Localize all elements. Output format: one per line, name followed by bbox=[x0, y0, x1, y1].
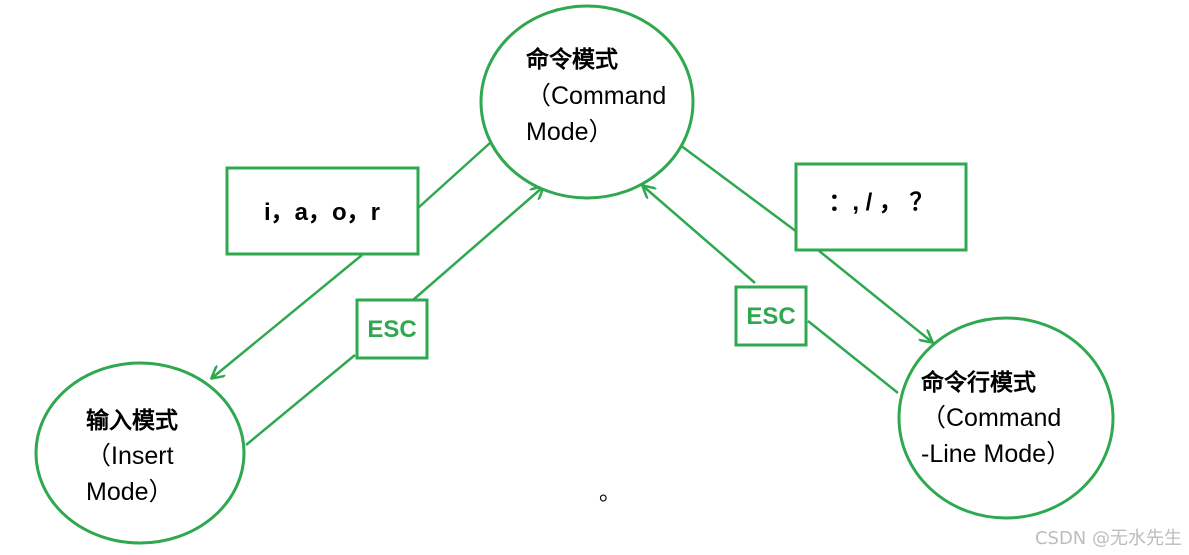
node-cmdline-mode-circle bbox=[897, 316, 1115, 520]
edge-label-cmdline-esc-text: ESC bbox=[746, 303, 795, 330]
edge-insert-to-command-upper bbox=[412, 187, 543, 301]
edge-label-to-insert-box bbox=[225, 166, 420, 256]
edge-label-to-insert-text: i，a，o，r bbox=[264, 199, 380, 226]
node-command-mode-circle bbox=[479, 4, 695, 200]
node-insert-mode-title: 输入模式 bbox=[86, 407, 178, 434]
edge-command-to-cmdline-lower bbox=[817, 249, 932, 342]
node-cmdline-mode: 命令行模式 （Command -Line Mode） bbox=[897, 316, 1115, 520]
edge-label-cmdline-esc-box bbox=[734, 285, 808, 347]
node-command-mode-title: 命令模式 bbox=[526, 46, 618, 73]
edge-label-insert-esc: ESC bbox=[355, 298, 429, 360]
edge-label-to-insert: i，a，o，r bbox=[225, 166, 420, 256]
edge-label-to-cmdline: ：, / ， ？ bbox=[794, 162, 968, 252]
edge-cmdline-to-command-lower bbox=[807, 320, 899, 394]
edge-insert-to-command-lower bbox=[245, 354, 356, 446]
edge-cmdline-to-command-upper bbox=[643, 186, 756, 284]
node-insert-mode-line3: Mode） bbox=[86, 478, 174, 506]
node-command-mode: 命令模式 （Command Mode） bbox=[479, 4, 695, 200]
edge-label-insert-esc-box bbox=[355, 298, 429, 360]
edge-label-to-cmdline-text: ：, / ， ？ bbox=[828, 189, 933, 216]
csdn-watermark: CSDN @无水先生 bbox=[1035, 528, 1182, 549]
edge-label-insert-esc-text: ESC bbox=[367, 316, 416, 343]
node-cmdline-mode-title: 命令行模式 bbox=[921, 369, 1036, 396]
node-command-mode-line3: Mode） bbox=[526, 118, 614, 146]
node-cmdline-mode-line2: （Command bbox=[921, 404, 1061, 432]
node-insert-mode-circle bbox=[34, 361, 246, 545]
edge-command-to-cmdline-upper bbox=[679, 143, 798, 234]
node-insert-mode-line2: （Insert bbox=[86, 442, 174, 470]
node-cmdline-mode-line3: -Line Mode） bbox=[921, 440, 1071, 468]
edge-command-to-insert-lower bbox=[212, 254, 363, 378]
stray-period-mark: 。 bbox=[599, 481, 621, 506]
edge-command-to-insert-upper bbox=[417, 142, 491, 209]
edge-label-cmdline-esc: ESC bbox=[734, 285, 808, 347]
node-command-mode-line2: （Command bbox=[526, 82, 666, 110]
node-insert-mode: 输入模式 （Insert Mode） bbox=[34, 361, 246, 545]
edge-label-to-cmdline-box bbox=[794, 162, 968, 252]
